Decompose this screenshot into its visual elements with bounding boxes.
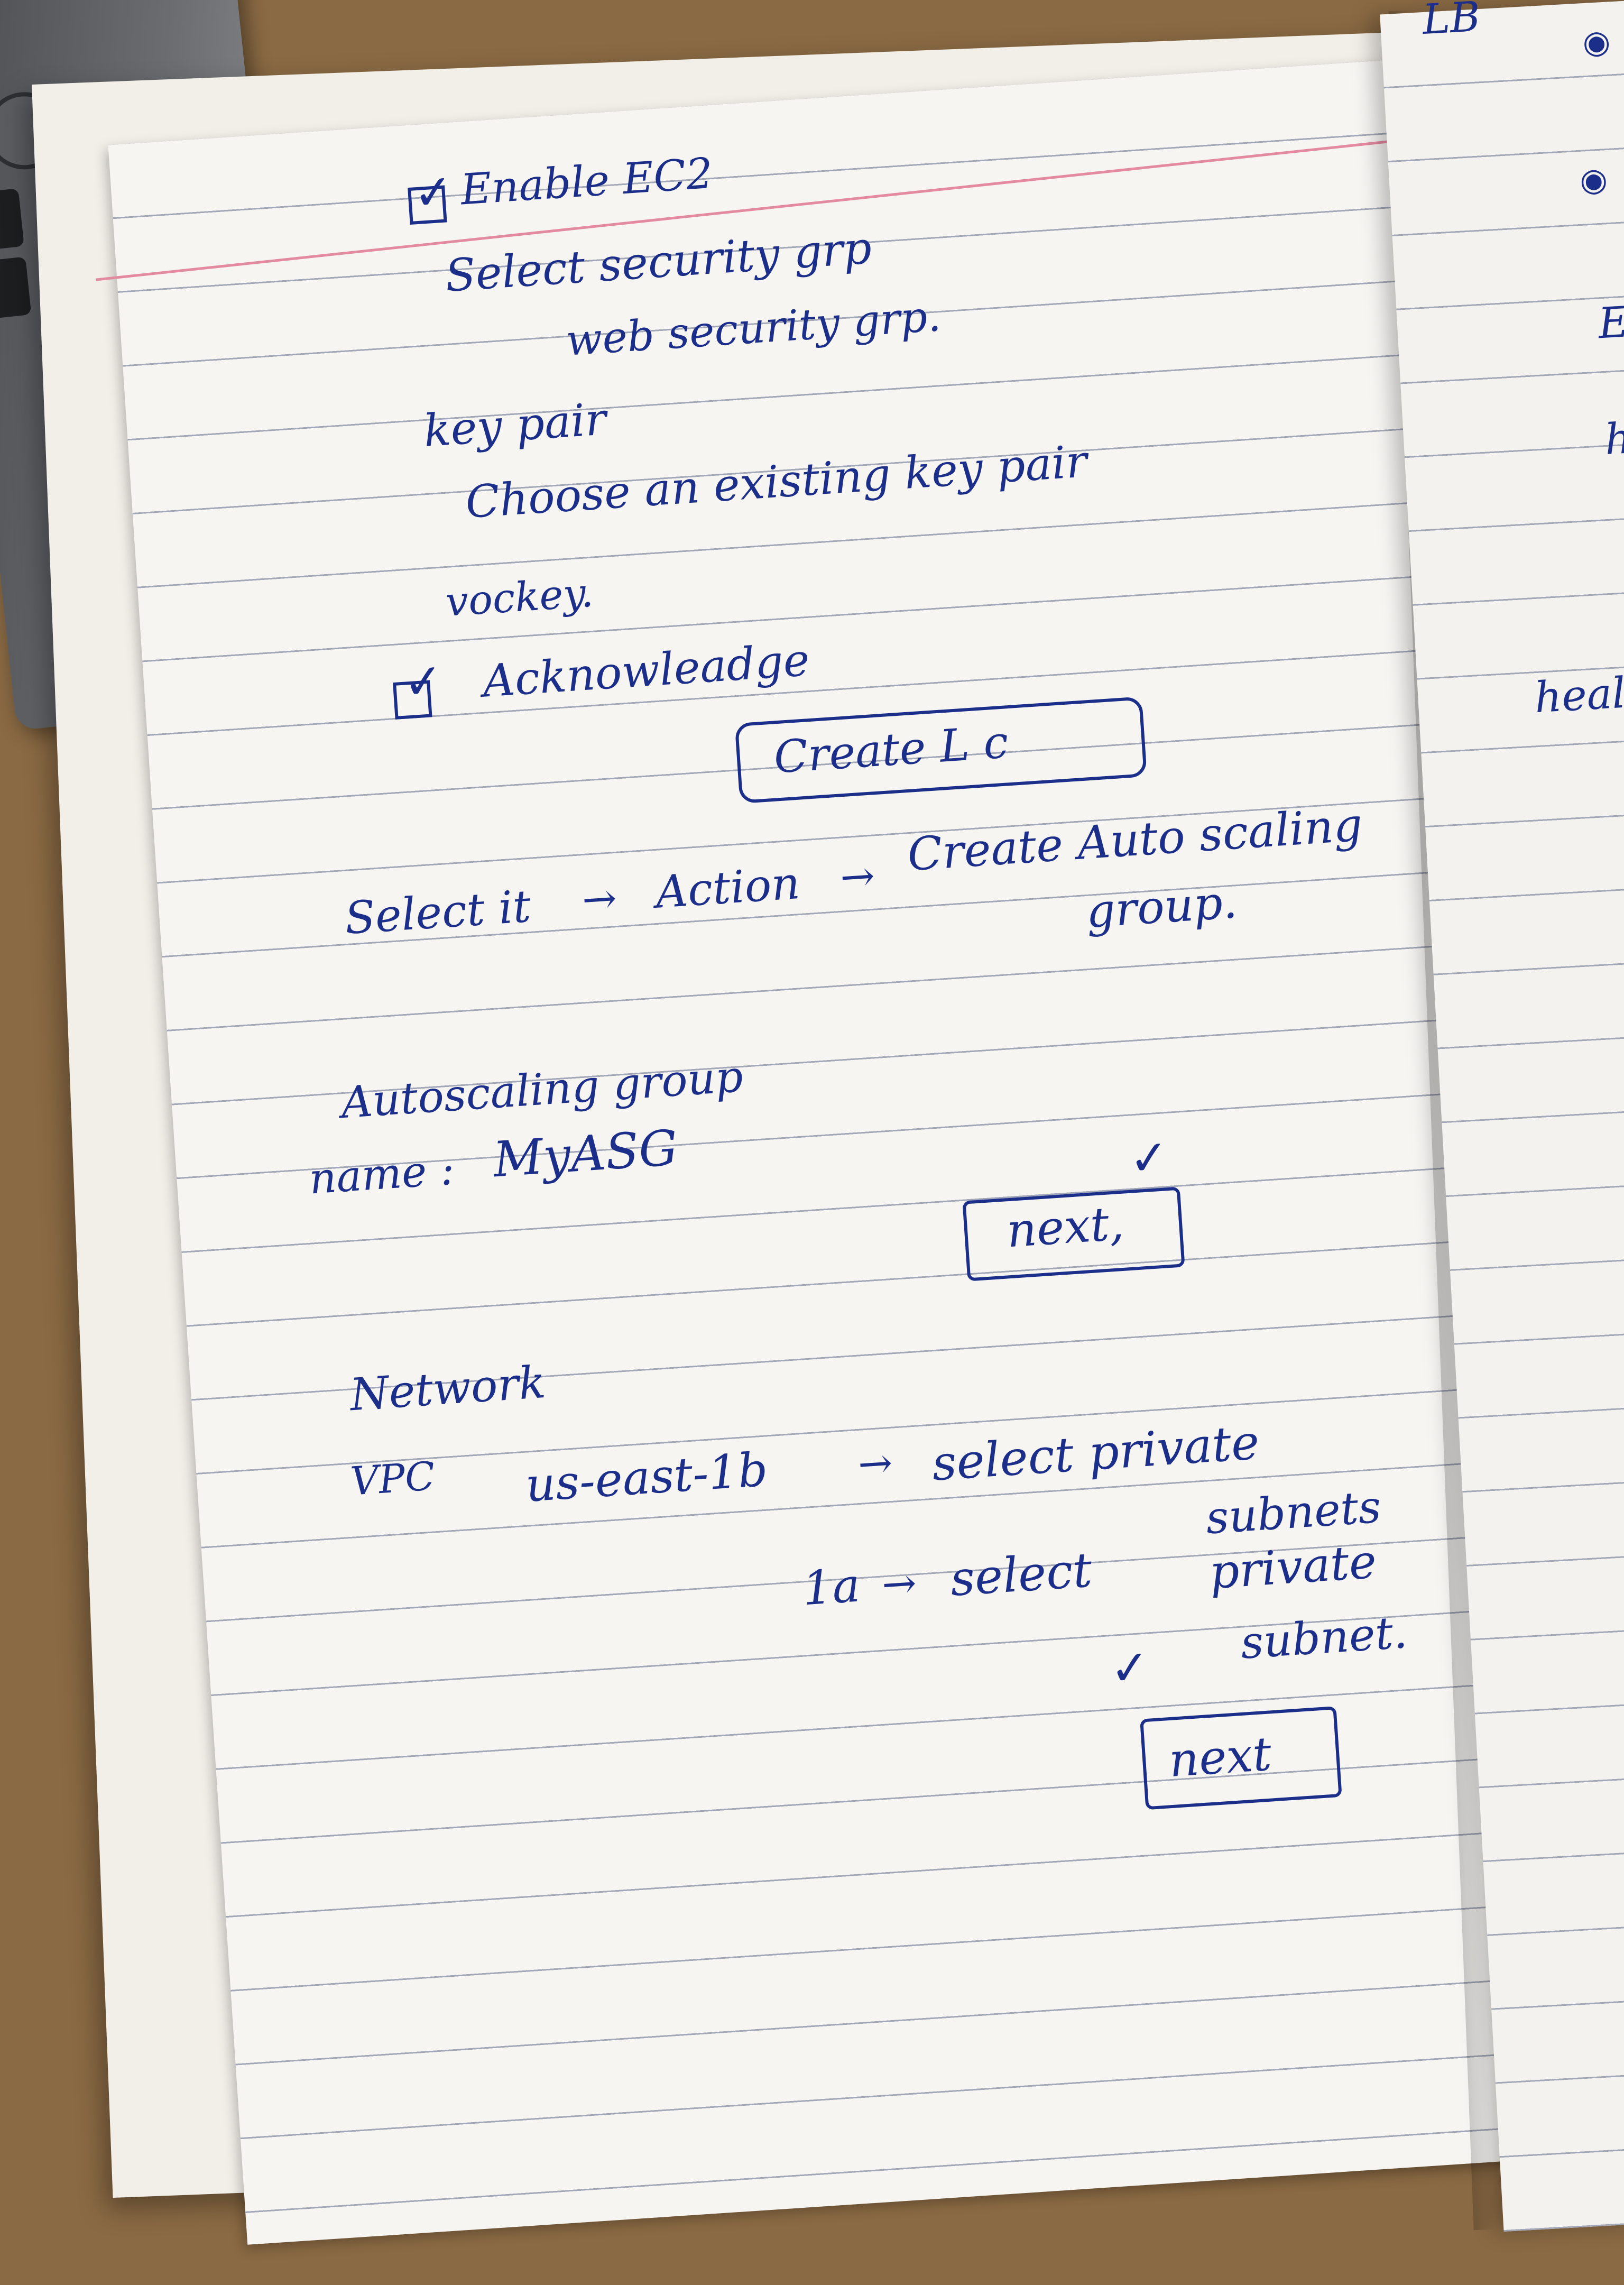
note-line: vockey.	[444, 568, 595, 626]
note-line: Create Auto scaling	[906, 798, 1364, 882]
note-line: name :	[307, 1145, 456, 1204]
note-fragment: healt	[1533, 667, 1624, 723]
notebook: ✓ Enable EC2 Select security grp web sec…	[32, 0, 1624, 2245]
note-line: subnets	[1204, 1480, 1383, 1544]
note-line: Enable EC2	[459, 148, 715, 215]
note-line: us-east-1b	[523, 1442, 770, 1513]
note-line: Action	[654, 857, 802, 918]
laptop-key-media-icon: ⏭	[0, 188, 24, 255]
laptop-key	[0, 256, 32, 323]
checkmark-icon: ✓	[401, 652, 445, 711]
note-line: Select security grp	[444, 222, 873, 302]
note-line: private	[1207, 1534, 1378, 1600]
note-line: 1a	[800, 1558, 862, 1616]
note-line: Choose an existing key pair	[464, 435, 1089, 529]
note-line: select private	[930, 1414, 1261, 1492]
note-line: Acknowleadge	[481, 633, 811, 707]
note-line: key pair	[422, 393, 608, 457]
note-line: Autoscaling group	[339, 1051, 745, 1129]
note-line: MyASG	[491, 1119, 680, 1188]
arrow-icon: →	[580, 874, 619, 925]
arrow-icon: →	[838, 852, 876, 902]
note-line: group.	[1084, 876, 1239, 938]
bullet-icon: ◉	[1579, 161, 1609, 199]
note-line: web security grp.	[564, 291, 943, 365]
arrow-icon: →	[856, 1439, 894, 1489]
note-fragment: LB	[1421, 0, 1482, 44]
note-line: next	[1167, 1726, 1274, 1788]
note-line: select	[948, 1542, 1094, 1607]
bullet-icon: ◉	[1581, 23, 1612, 62]
notebook-left-page: ✓ Enable EC2 Select security grp web sec…	[96, 55, 1598, 2245]
note-line: Network	[348, 1356, 548, 1421]
note-line: VPC	[349, 1453, 437, 1505]
checkmark-icon: ✓	[1108, 1639, 1152, 1698]
note-fragment: E	[1597, 297, 1624, 348]
note-line: Select it	[343, 880, 532, 944]
note-fragment: he	[1603, 412, 1624, 464]
checkmark-icon: ✓	[1127, 1129, 1171, 1187]
checkmark-icon: ✓	[411, 163, 455, 222]
arrow-icon: →	[880, 1559, 918, 1609]
note-line: subnet.	[1239, 1606, 1409, 1669]
note-line: next,	[1004, 1195, 1125, 1258]
